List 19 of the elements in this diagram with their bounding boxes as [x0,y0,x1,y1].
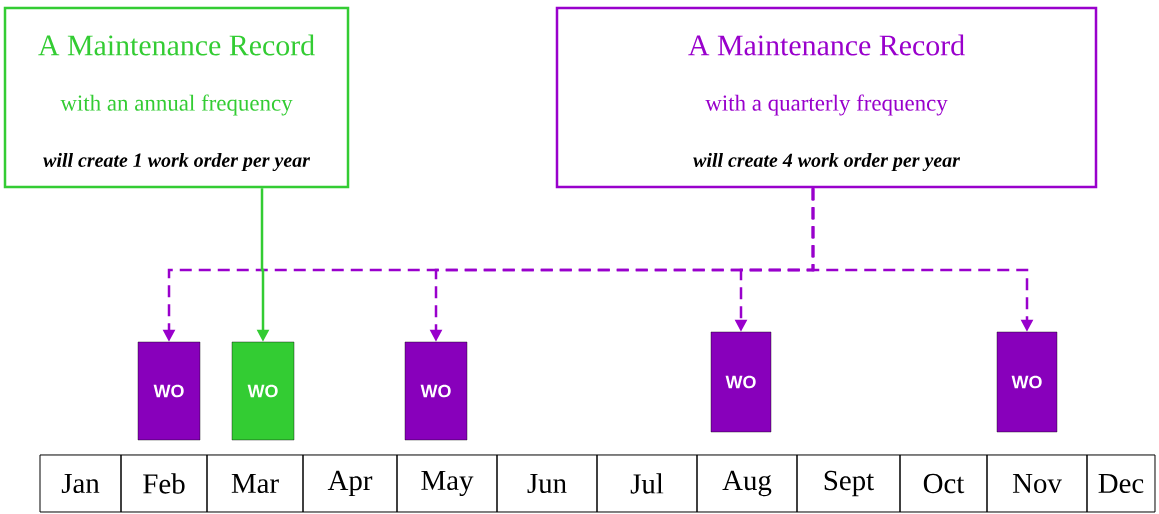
month-cell: Apr [302,454,398,513]
month-cell: Jan [39,454,122,513]
work-order-box: WO [996,331,1058,433]
record-box: A Maintenance Record with a quarterly frequency will create 4 work order per year [555,6,1098,189]
month-cell: Oct [899,454,988,513]
month-cell: Feb [120,454,208,513]
month-cell: Mar [206,454,304,513]
month-cell: Jun [496,454,598,513]
work-order-box: WO [231,341,295,441]
month-cell: Jul [596,454,698,513]
month-cell: May [396,454,498,513]
month-cell: Aug [696,454,798,513]
work-order-box: WO [710,331,772,433]
record-box: A Maintenance Record with an annual frequency will create 1 work order per year [3,6,350,189]
month-cell: Nov [986,454,1088,513]
work-order-box: WO [137,341,201,441]
month-cell: Sept [796,454,901,513]
month-cell: Dec [1086,454,1156,513]
work-order-box: WO [404,341,468,441]
